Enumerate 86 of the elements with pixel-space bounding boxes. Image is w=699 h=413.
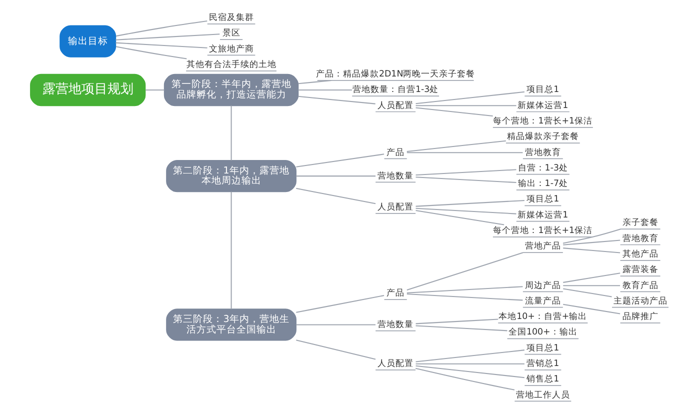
connector: [116, 42, 208, 48]
connector: [563, 288, 612, 298]
connector: [416, 363, 524, 364]
node-text: 营地教育: [524, 148, 561, 158]
connector: [416, 105, 516, 106]
node-text: 产品: [386, 148, 405, 158]
node-text: 民宿及集群: [208, 13, 254, 24]
connector: [406, 293, 523, 301]
node-text: 全国100+：输出: [508, 328, 578, 338]
connector: [116, 20, 208, 37]
node-text: 新媒体运营1: [518, 100, 568, 111]
node-text: 文旅地产商: [208, 44, 254, 54]
connector: [296, 340, 376, 360]
connector: [296, 188, 376, 204]
node-text: 精品爆款亲子套餐: [506, 132, 579, 142]
connector: [562, 228, 621, 244]
connector: [406, 252, 524, 291]
node-text: 产品：精品爆款2D1N两晚一天亲子套餐: [316, 70, 476, 80]
connector: [416, 176, 516, 184]
node-text: 景区: [222, 28, 240, 39]
connector: [563, 248, 620, 254]
connector: [416, 169, 516, 176]
node-text: 营地教育: [622, 234, 658, 244]
node-text: 项目总1: [526, 194, 560, 205]
node-text: 教育产品: [622, 280, 658, 291]
connector: [298, 80, 332, 84]
connector: [416, 91, 524, 104]
node-text: 营地产品: [524, 242, 561, 252]
node-text: 其他有合法手续的土地: [186, 60, 276, 70]
connector: [298, 90, 352, 91]
connector: [230, 192, 232, 310]
node-text: 营地数量: [378, 320, 414, 330]
node-text: 周边产品: [524, 280, 561, 291]
node-box: 第一阶段：半年内，露营地品牌孵化，打造运营能力: [164, 74, 299, 106]
node-text: 其他产品: [622, 249, 658, 260]
node-box: 第三阶段：3年内，营地生活方式平台全国输出: [166, 308, 296, 341]
node-text: 项目总1: [526, 85, 560, 96]
node-text: 每个营地：1营长+1保洁: [493, 116, 593, 126]
connector: [416, 325, 508, 332]
node-text: 流量产品: [524, 296, 561, 306]
node-box: 露营地项目规划: [30, 74, 146, 106]
node-text: 人员配置: [378, 100, 414, 111]
node-text: 每个营地：1营长+1保洁: [493, 226, 593, 236]
connector: [296, 176, 376, 177]
node-text: 人员配置: [378, 202, 414, 213]
node-text: 品牌推广: [622, 312, 658, 322]
connector: [416, 318, 498, 324]
connector: [416, 210, 504, 226]
connector: [563, 304, 620, 314]
connector: [116, 46, 187, 60]
node-text: 主题活动产品: [613, 296, 668, 306]
node-text: 人员配置: [378, 359, 414, 370]
connector: [416, 200, 524, 207]
connector: [416, 368, 515, 390]
connector: [298, 96, 376, 104]
connector: [406, 140, 506, 152]
connector: [416, 365, 524, 378]
connector: [563, 285, 620, 286]
connector: [116, 34, 220, 40]
node-box: 第二阶段：1年内，露营地本地周边输出: [166, 160, 296, 192]
connector: [416, 350, 524, 362]
node-text: 本地10+：自营+输出: [498, 312, 588, 322]
node-text: 销售总1: [526, 374, 560, 385]
node-text: 自营：1-3处: [518, 163, 568, 174]
node-box: 输出目标: [60, 25, 116, 58]
connector: [563, 272, 620, 283]
node-text: 输出：1-7处: [518, 179, 568, 190]
node-text: 营地数量：自营1-3处: [352, 85, 439, 96]
node-text: 露营装备: [622, 265, 658, 276]
connector: [416, 107, 493, 117]
connector: [563, 240, 620, 246]
node-text: 新媒体运营1: [518, 210, 568, 220]
node-text: 亲子套餐: [622, 218, 658, 228]
connector: [296, 324, 376, 326]
node-text: 项目总1: [526, 343, 560, 354]
node-text: 营地数量: [378, 171, 414, 182]
connector: [406, 286, 523, 294]
node-text: 营地工作人员: [516, 390, 570, 400]
connector: [296, 154, 384, 168]
connector: [296, 294, 384, 313]
connector: [230, 106, 232, 160]
connector: [146, 90, 164, 91]
connector: [416, 208, 516, 214]
node-text: 产品: [386, 288, 405, 299]
connector: [406, 152, 523, 154]
node-text: 营销总1: [526, 359, 560, 370]
